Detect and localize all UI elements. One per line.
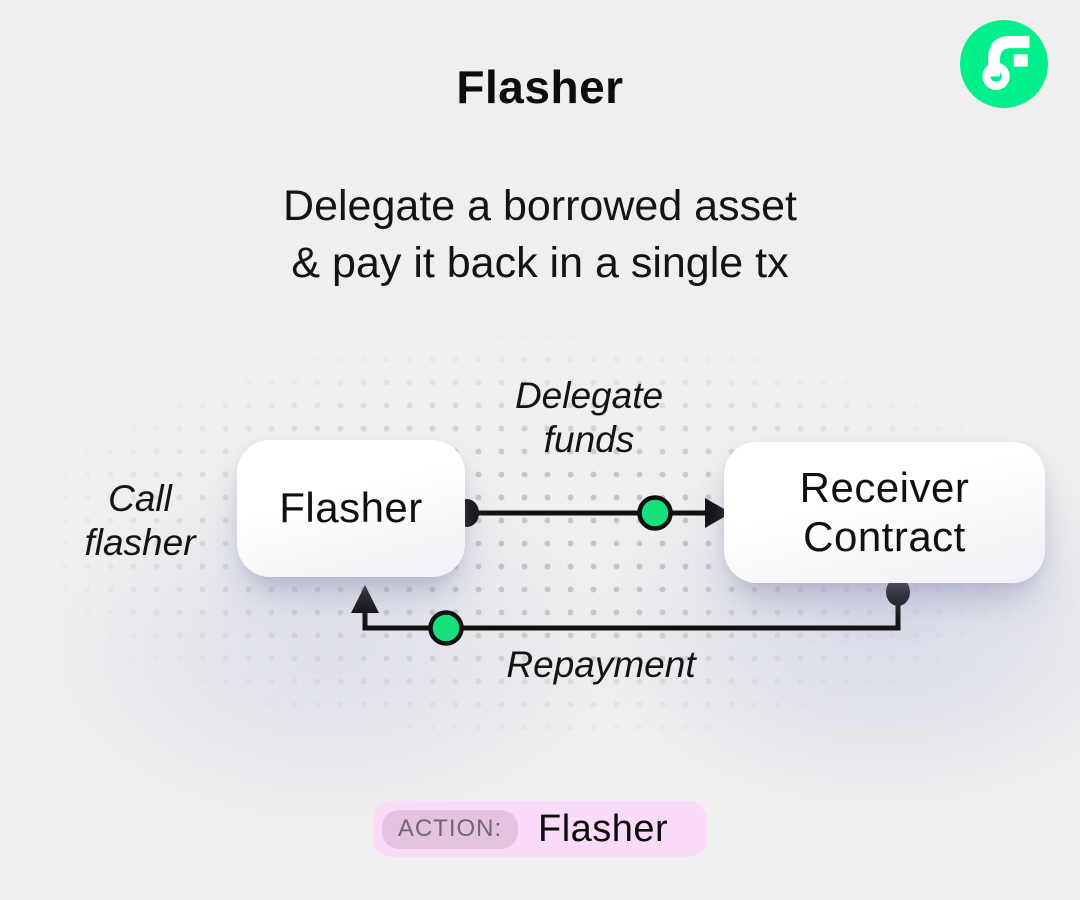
edge-delegate-funds <box>455 495 731 531</box>
node-receiver-label-line-1: Receiver <box>799 464 970 512</box>
delegate-funds-label-line-1: Delegate <box>514 375 664 416</box>
repayment-label: Repayment <box>451 643 751 687</box>
delegate-arrowhead <box>705 498 731 528</box>
node-flasher-label: Flasher <box>279 484 423 532</box>
delegate-token-dot <box>637 495 673 531</box>
call-flasher-label: Call flasher <box>40 477 240 565</box>
node-flasher: Flasher <box>237 440 465 577</box>
action-badge: ACTION: Flasher <box>373 801 707 857</box>
node-receiver-label-line-2: Contract <box>803 512 966 560</box>
subtitle-line-2: & pay it back in a single tx <box>291 239 789 287</box>
repayment-label-text: Repayment <box>506 644 696 685</box>
repayment-arrowhead <box>351 585 379 613</box>
delegate-funds-label-line-2: funds <box>543 419 635 460</box>
call-flasher-label-line-1: Call <box>108 478 172 519</box>
action-badge-value: Flasher <box>538 807 669 850</box>
repayment-start-dot <box>886 578 910 606</box>
node-receiver-label: Receiver Contract <box>800 464 970 561</box>
edge-repayment <box>351 578 910 646</box>
call-flasher-label-line-2: flasher <box>84 522 196 563</box>
page-title: Flasher <box>456 61 624 113</box>
repayment-token-dot <box>428 610 464 646</box>
action-badge-key: ACTION: <box>382 809 518 849</box>
flow-logo-icon <box>960 20 1048 108</box>
delegate-funds-label: Delegate funds <box>439 374 739 462</box>
page-subtitle: Delegate a borrowed asset & pay it back … <box>0 178 1080 292</box>
node-receiver-contract: Receiver Contract <box>724 442 1045 583</box>
repayment-line <box>362 596 901 631</box>
subtitle-line-1: Delegate a borrowed asset <box>283 182 797 230</box>
